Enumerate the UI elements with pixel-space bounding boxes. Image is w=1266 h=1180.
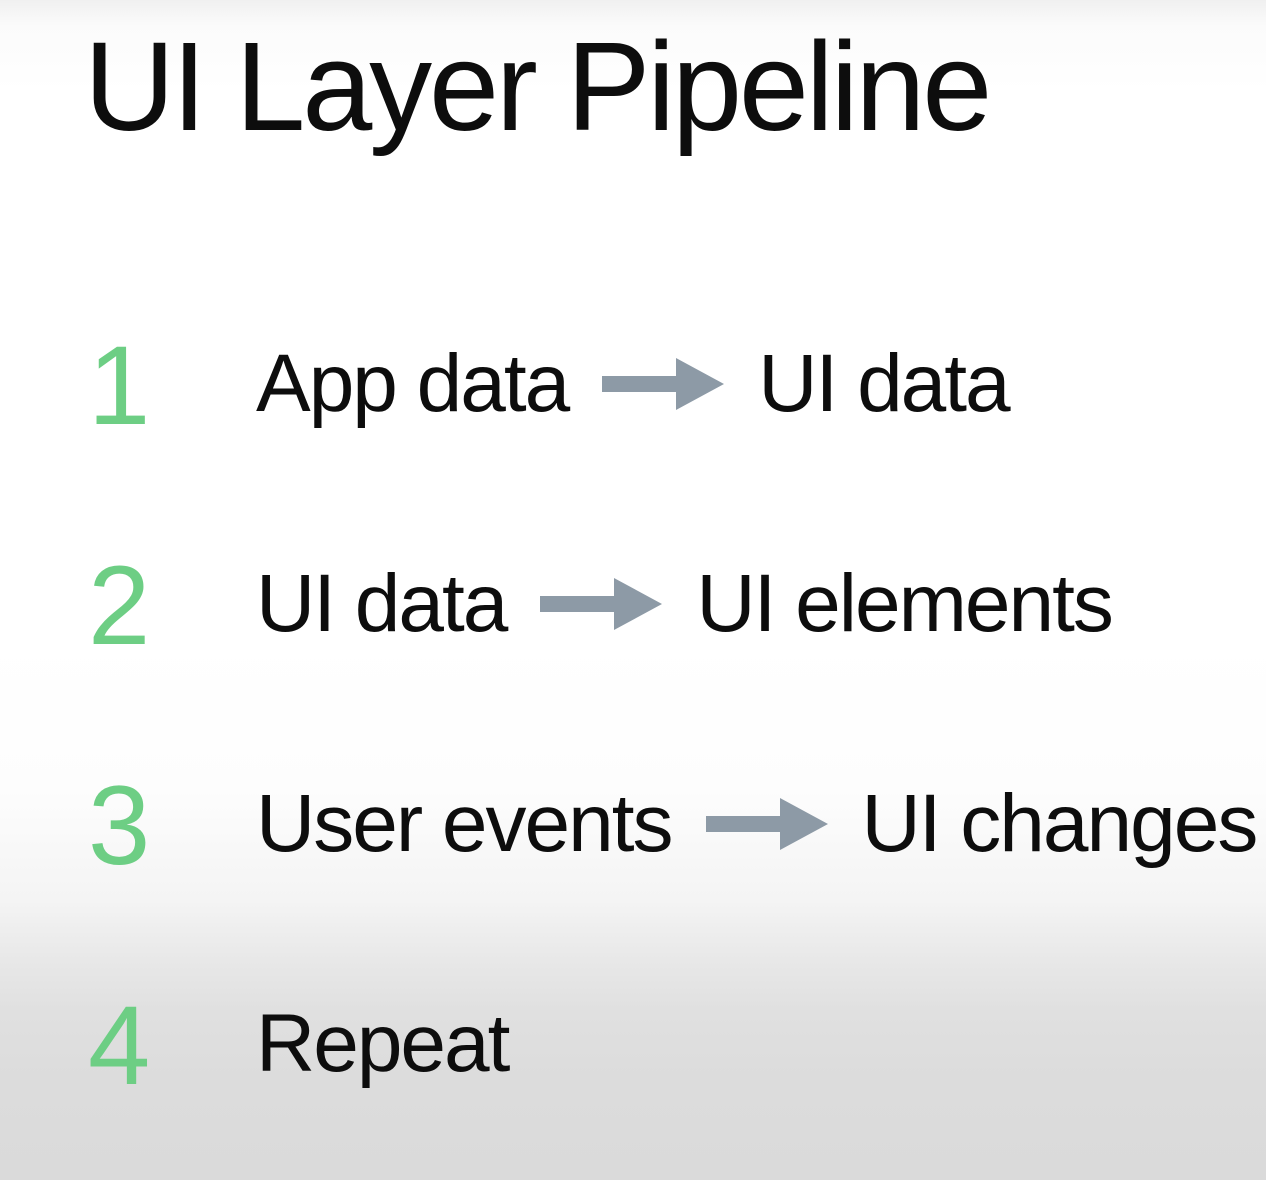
- step-4-source-label: Repeat: [256, 998, 510, 1089]
- pipeline-step-2: 2 UI data UI elements: [0, 550, 1266, 770]
- step-body-2: UI data UI elements: [256, 556, 1114, 652]
- step-1-source-label: App data: [256, 338, 570, 429]
- right-arrow-icon: [705, 796, 828, 852]
- pipeline-step-1: 1 App data UI data: [0, 330, 1266, 550]
- step-2-target-label: UI elements: [696, 558, 1114, 649]
- pipeline-step-4: 4 Repeat: [0, 990, 1266, 1180]
- right-arrow-icon: [540, 576, 663, 632]
- step-number-4: 4: [88, 983, 150, 1108]
- step-2-source-label: UI data: [256, 558, 508, 649]
- step-number-1: 1: [88, 323, 150, 448]
- step-3-source-label: User events: [256, 778, 674, 869]
- step-body-1: App data UI data: [256, 336, 1011, 432]
- step-1-target-label: UI data: [758, 338, 1010, 429]
- step-number-2: 2: [88, 543, 150, 668]
- right-arrow-icon: [602, 356, 725, 412]
- pipeline-step-3: 3 User events UI changes: [0, 770, 1266, 990]
- step-number-3: 3: [88, 763, 150, 888]
- page-title: UI Layer Pipeline: [84, 16, 992, 157]
- step-body-3: User events UI changes: [256, 776, 1259, 872]
- pipeline-step-list: 1 App data UI data 2 UI data: [0, 330, 1266, 1180]
- step-3-target-label: UI changes: [861, 778, 1259, 869]
- step-body-4: Repeat: [256, 996, 510, 1092]
